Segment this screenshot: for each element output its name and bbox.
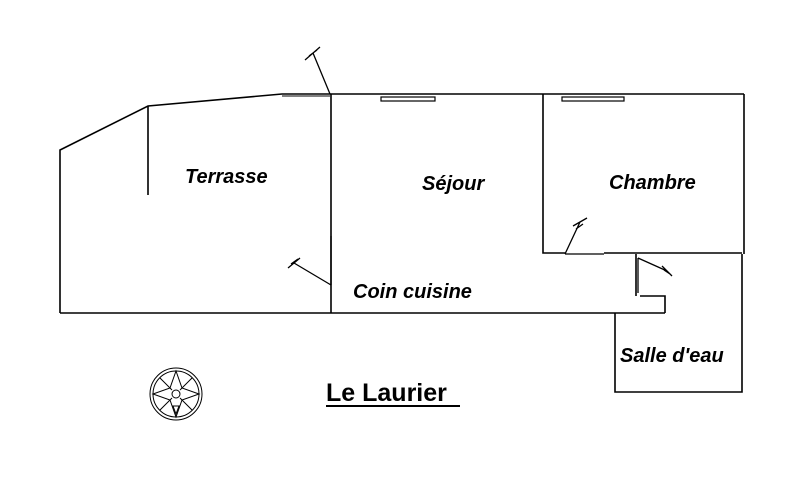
door-top: [304, 46, 331, 95]
doors: [287, 46, 673, 293]
window-sejour: [380, 96, 436, 102]
room-label-salle-eau: Salle d'eau: [620, 345, 724, 367]
room-label-sejour: Séjour: [422, 173, 485, 195]
plan-title: Le Laurier: [326, 379, 447, 407]
room-label-chambre: Chambre: [609, 172, 696, 194]
room-label-coin-cuisine: Coin cuisine: [353, 281, 472, 303]
compass-rose-icon: [149, 367, 203, 421]
door-chambre: [564, 217, 604, 255]
room-label-terrasse: Terrasse: [185, 166, 268, 188]
windows: [282, 95, 625, 102]
door-salle-eau: [637, 257, 673, 293]
door-sejour-left: [287, 236, 332, 286]
window-chambre: [561, 96, 625, 102]
